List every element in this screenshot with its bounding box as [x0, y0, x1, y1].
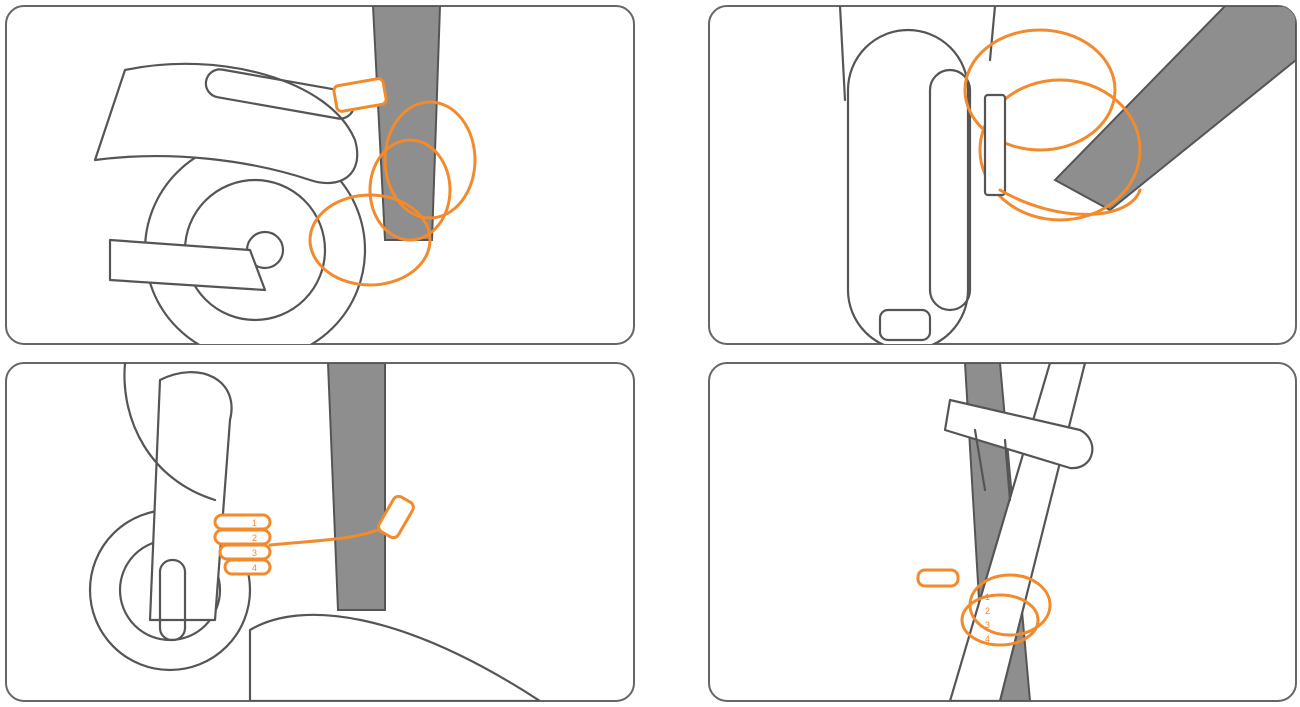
panel-rear-wheel [5, 5, 635, 345]
pole [371, 6, 442, 241]
fork [148, 371, 233, 622]
panel-stem: 1 2 3 4 [5, 362, 635, 702]
cable-lock: 1 2 3 4 [916, 568, 1052, 647]
svg-text:2: 2 [985, 606, 990, 616]
svg-text:3: 3 [252, 548, 257, 558]
svg-text:1: 1 [985, 592, 990, 602]
deck [248, 613, 542, 701]
pole [326, 363, 386, 611]
svg-text:4: 4 [252, 563, 257, 573]
deck [108, 238, 267, 292]
front-wheel [846, 28, 970, 344]
svg-text:3: 3 [985, 620, 990, 630]
handlebar [943, 398, 1094, 470]
cable-lock [963, 28, 1142, 222]
svg-text:2: 2 [252, 533, 257, 543]
panel-handlebar: 1 2 3 4 [708, 362, 1297, 702]
fender [93, 62, 359, 185]
svg-text:4: 4 [985, 634, 990, 644]
svg-text:1: 1 [252, 518, 257, 528]
cable-lock: 1 2 3 4 [213, 494, 415, 576]
pole [1053, 6, 1296, 212]
panel-front-wheel [708, 5, 1297, 345]
cable-lock [308, 77, 477, 287]
